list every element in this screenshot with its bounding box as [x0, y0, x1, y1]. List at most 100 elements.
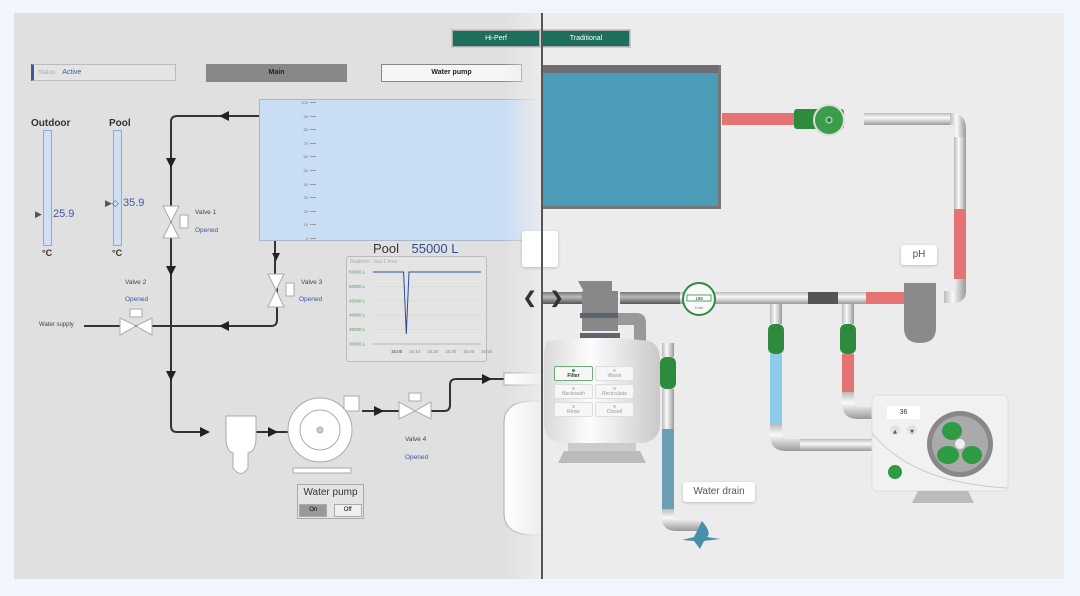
valve-4-state[interactable]: Opened: [405, 454, 429, 461]
hot-pipe: [954, 209, 966, 279]
pool-title: Pool: [373, 241, 400, 256]
hidden-label-box: [522, 231, 558, 267]
heat-pump-icon: [871, 394, 1009, 503]
water-splash-icon: [682, 521, 720, 549]
flow-arrow: [166, 371, 176, 381]
tank-scale-tick: [310, 129, 316, 131]
heat-pump-setpoint[interactable]: 36: [887, 406, 920, 419]
heat-pump-up-button: [890, 425, 900, 435]
flow-arrow: [200, 427, 210, 437]
chart-x-tick-label: 16:20: [427, 349, 439, 354]
tank-scale-label: 0: [305, 236, 308, 241]
valve-3-state[interactable]: Opened: [299, 296, 323, 303]
chart-x-tick-label: 16:10: [409, 349, 421, 354]
pool-pointer-icon: ▶◇: [105, 198, 119, 208]
pool-volume-header: Pool 55000 L: [373, 240, 458, 258]
valve-4-label: Valve 4: [405, 436, 427, 443]
valve-1-icon: [162, 205, 180, 224]
status-indicator: Status: Active: [31, 64, 176, 81]
chart-series-line: [373, 271, 481, 334]
main-button[interactable]: Main: [206, 64, 347, 82]
tank-scale-label: 100: [301, 100, 308, 105]
valve-1-state[interactable]: Opened: [195, 227, 219, 234]
pipe: [954, 137, 966, 209]
filter-mode-backwash[interactable]: Backwash: [554, 384, 593, 399]
flow-arrow: [166, 266, 176, 276]
filter-mode-rinse[interactable]: Rinse: [554, 402, 593, 417]
valve-3-label: Valve 3: [301, 279, 323, 286]
flow-arrow: [482, 374, 492, 384]
outdoor-thermometer-bar: [43, 130, 52, 246]
ph-label: pH: [901, 245, 937, 265]
traditional-view: Status: Active Main Water pump Outdoor ▶…: [14, 13, 546, 579]
comparison-card: Status: Active Main Water pump Outdoor ▶…: [14, 13, 1064, 579]
chart-y-tick-label: 45000 L: [349, 298, 366, 303]
hi-perf-scene: 198 L/min: [542, 65, 1009, 549]
status-value: Active: [62, 69, 82, 76]
flow-arrow: [272, 253, 280, 261]
tank-scale-label: 50: [303, 168, 308, 173]
traditional-toggle[interactable]: Traditional: [542, 30, 630, 47]
flowmeter-value: 198: [695, 296, 703, 301]
hot-pipe: [722, 113, 794, 125]
valve-2-label: Valve 2: [125, 279, 147, 286]
tank-scale-tick: [310, 210, 316, 212]
chart-x-tick-label: 16:00: [391, 349, 403, 354]
ball-valve-icon: [840, 324, 856, 354]
drain-valve-icon: [660, 357, 676, 389]
filter-cartridge-icon: [225, 415, 257, 474]
chart-y-tick-label: 50000 L: [349, 284, 366, 289]
outdoor-temperature: 25.9: [53, 208, 75, 220]
water-pump-nav-button[interactable]: Water pump: [381, 64, 522, 82]
chart-x-tick-label: 16:50: [481, 349, 493, 354]
tank-scale-tick: [310, 156, 316, 158]
pool-temperature: 35.9: [123, 197, 145, 209]
chart-title: Realtime - last 1 hour: [350, 259, 398, 265]
tank-scale-tick: [310, 224, 316, 226]
valve-3-icon: [267, 273, 285, 292]
tank-scale-label: 60: [303, 154, 308, 160]
flow-arrow: [219, 321, 229, 331]
comparison-slider-handle[interactable]: [541, 13, 543, 579]
outdoor-thermometer-title: Outdoor: [31, 118, 71, 129]
hot-pipe: [842, 354, 854, 392]
flow-arrow: [219, 111, 229, 121]
hi-perf-toggle[interactable]: Hi-Perf: [452, 30, 540, 47]
drain-pipe: [662, 429, 674, 509]
pool-unit: °C: [112, 248, 123, 258]
pump-off-button[interactable]: Off: [333, 504, 362, 517]
left-fade: [504, 13, 544, 579]
valve-2-state[interactable]: Opened: [125, 296, 149, 303]
flowmeter-unit: L/min: [695, 306, 704, 310]
outdoor-unit: °C: [42, 248, 53, 258]
pump-icon: [287, 395, 360, 474]
hi-perf-view: 198 L/min: [522, 13, 1064, 579]
flow-arrow: [166, 158, 176, 168]
slider-left-arrow-icon[interactable]: ❮: [523, 290, 537, 307]
heat-pump-down-button: [907, 425, 917, 435]
tank-scale-label: 70: [303, 140, 308, 146]
filter-mode-closed[interactable]: Closed: [595, 402, 634, 417]
pump-on-button[interactable]: On: [299, 504, 328, 517]
ball-valve-icon: [768, 324, 784, 354]
heat-pump-power-button: [888, 465, 902, 479]
tank-scale-tick: [310, 183, 316, 185]
filter-mode-waste[interactable]: Waste: [595, 366, 634, 381]
chart-x-tick-label: 16:40: [463, 349, 475, 354]
tank-scale-label: 90: [303, 113, 308, 119]
tank-scale-label: 40: [303, 181, 308, 187]
filter-mode-recirculate[interactable]: Recirculate: [595, 384, 634, 399]
filter-mode-filter[interactable]: Filter: [554, 366, 593, 381]
cold-pipe: [770, 354, 782, 424]
chart-y-tick-label: 40000 L: [349, 313, 366, 318]
arrow-down-icon: ▼: [910, 429, 914, 435]
slider-right-arrow-icon[interactable]: ❯: [550, 290, 564, 307]
tank-scale-label: 30: [303, 195, 308, 201]
chart-y-tick-label: 35000 L: [349, 327, 366, 332]
valve-4-icon: [398, 401, 417, 420]
water-drain-label: Water drain: [683, 482, 755, 502]
